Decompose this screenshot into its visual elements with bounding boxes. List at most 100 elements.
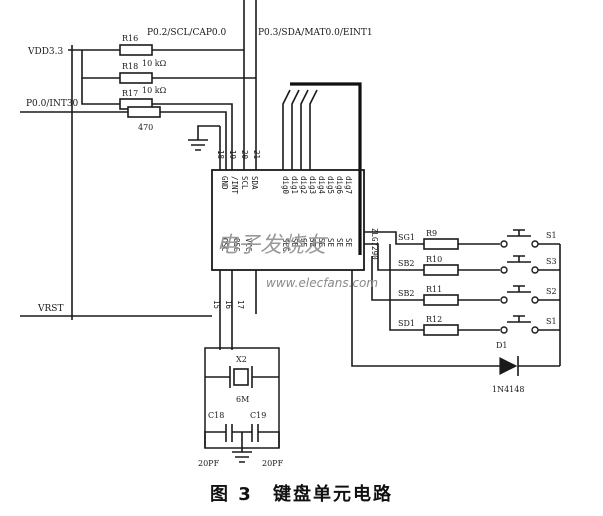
pin-num-15: 15 bbox=[212, 300, 221, 309]
pin-dig3: dig3 bbox=[308, 176, 317, 194]
crystal-ref: X2 bbox=[236, 355, 247, 364]
c19-value: 20PF bbox=[262, 459, 284, 468]
diode-part: 1N4148 bbox=[492, 385, 524, 394]
pin-seg3: SE bbox=[308, 238, 317, 248]
pin-dig1: dig1 bbox=[290, 176, 299, 194]
wire-sw1 bbox=[364, 231, 424, 245]
sw3-ref: S2 bbox=[546, 287, 557, 296]
c19-ref: C19 bbox=[250, 411, 266, 420]
figure-number: 图 3 bbox=[209, 484, 253, 505]
cap-c19 bbox=[251, 424, 259, 442]
bus-branch-0 bbox=[282, 89, 291, 170]
resistor-470 bbox=[127, 106, 161, 118]
c18-value: 20PF bbox=[198, 459, 220, 468]
pin-num-19: 19 bbox=[228, 150, 237, 159]
wire-vdd-r18 bbox=[81, 50, 120, 79]
sw4-contact-a bbox=[500, 326, 508, 334]
pin-num-17: 17 bbox=[236, 300, 245, 309]
cap-c18 bbox=[225, 424, 233, 442]
wire-sw2 bbox=[364, 243, 424, 271]
sw3-net: SB2 bbox=[398, 289, 414, 298]
net-label-vrst: VRST bbox=[37, 304, 63, 314]
keyboard-circuit-schematic: P0.2/SCL/CAP0.0 P0.3/SDA/MAT0.0/EINT1 VD… bbox=[20, 0, 561, 468]
key-switch-row-2: SB2 R10 S3 bbox=[364, 243, 560, 276]
pin-dig0: dig0 bbox=[281, 176, 290, 195]
r9-ref: R9 bbox=[426, 229, 437, 238]
resistor-r12 bbox=[423, 324, 459, 336]
sw3-actuator bbox=[507, 285, 531, 293]
wire-sw4 bbox=[389, 244, 424, 331]
resistor-r18 bbox=[119, 72, 153, 84]
pin-sda: SDA bbox=[250, 176, 259, 190]
watermark-cn: 电子发烧友 bbox=[216, 233, 329, 258]
diode-icon bbox=[499, 357, 518, 375]
figure-title: 键盘单元电路 bbox=[273, 484, 394, 505]
watermark-url: www.elecfans.com bbox=[266, 276, 378, 290]
pin-scl: SCL bbox=[240, 176, 249, 190]
wire-sw3 bbox=[371, 256, 424, 301]
pin-num-21: 21 bbox=[252, 150, 261, 159]
diode-ref: D1 bbox=[496, 341, 508, 350]
ground-icon-crystal bbox=[232, 432, 252, 463]
sw4-actuator bbox=[507, 315, 531, 323]
sw2-net: SB2 bbox=[398, 259, 414, 268]
pin-dig2: dig2 bbox=[299, 176, 308, 194]
sw1-net: SG1 bbox=[398, 233, 415, 242]
bus-branch-1 bbox=[291, 89, 300, 170]
pin-osc2: OSC bbox=[232, 238, 241, 252]
figure-caption: 图 3 键盘单元电路 bbox=[0, 480, 603, 506]
crystal-plates bbox=[229, 366, 253, 388]
r12-ref: R12 bbox=[426, 315, 442, 324]
pin-seg1: SE bbox=[290, 238, 299, 248]
r17-ref: R17 bbox=[122, 89, 138, 98]
wire-caps bbox=[204, 431, 280, 448]
pin-seg0: SEG bbox=[281, 238, 290, 252]
wire-r17-int bbox=[152, 103, 233, 170]
sw2-actuator bbox=[507, 255, 531, 263]
sw1-contact-a bbox=[500, 240, 508, 248]
key-switch-row-4: SD1 R12 S1 bbox=[389, 244, 560, 336]
sw4-net: SD1 bbox=[398, 319, 415, 328]
bus-branch-2 bbox=[300, 89, 309, 170]
bus-main bbox=[290, 82, 362, 255]
r11-ref: R11 bbox=[426, 285, 442, 294]
pin-num-16: 16 bbox=[224, 300, 233, 310]
net-label-p02: P0.2/SCL/CAP0.0 bbox=[147, 28, 226, 38]
pin-dig7: dig7 bbox=[344, 176, 353, 194]
chip-top-pins: GND /INT SCL SDA 18 19 20 21 bbox=[216, 150, 261, 195]
sw2-contact-b bbox=[531, 266, 539, 274]
pin-seg6: SE bbox=[335, 238, 344, 248]
chip-osc-pins: OSC OSC VCC bbox=[220, 238, 253, 252]
pin-int: /INT bbox=[230, 176, 239, 195]
sw3-contact-a bbox=[500, 296, 508, 304]
wire-diode-in bbox=[351, 270, 500, 367]
pin-gnd: GND bbox=[220, 176, 229, 190]
sw4-ref: S1 bbox=[546, 317, 557, 326]
r18-ref: R18 bbox=[122, 62, 138, 71]
sw1-ref: S1 bbox=[546, 231, 557, 240]
pin-vcc: VCC bbox=[244, 238, 253, 252]
sw1-contact-b bbox=[531, 240, 539, 248]
c18-ref: C18 bbox=[208, 411, 224, 420]
resistor-r9 bbox=[423, 238, 459, 250]
r18-value: 10 kΩ bbox=[142, 59, 167, 68]
r470-value: 470 bbox=[138, 123, 153, 132]
wire-470-int bbox=[160, 111, 227, 170]
net-label-vdd: VDD3.3 bbox=[27, 47, 64, 57]
net-label-p30: P0.0/INT30 bbox=[26, 99, 79, 109]
net-label-p03: P0.3/SDA/MAT0.0/EINT1 bbox=[258, 28, 373, 38]
key-switch-row-1: SG1 R9 S1 bbox=[364, 229, 560, 250]
resistor-r10 bbox=[423, 264, 459, 276]
pin-dig4: dig4 bbox=[317, 176, 326, 195]
pin-seg4: SE bbox=[317, 238, 326, 248]
ground-icon bbox=[188, 139, 208, 151]
chip-dig-pins: dig0 dig1 dig2 dig3 dig4 dig5 dig6 dig7 bbox=[281, 176, 353, 195]
pin-seg7: SE bbox=[344, 238, 353, 248]
sw1-actuator bbox=[507, 229, 531, 237]
sw4-contact-b bbox=[531, 326, 539, 334]
r10-ref: R10 bbox=[426, 255, 442, 264]
resistor-r11 bbox=[423, 294, 459, 306]
sw2-ref: S3 bbox=[546, 257, 557, 266]
key-switch-row-3: SB2 R11 S2 bbox=[371, 256, 560, 306]
crystal-freq: 6M bbox=[236, 395, 249, 404]
